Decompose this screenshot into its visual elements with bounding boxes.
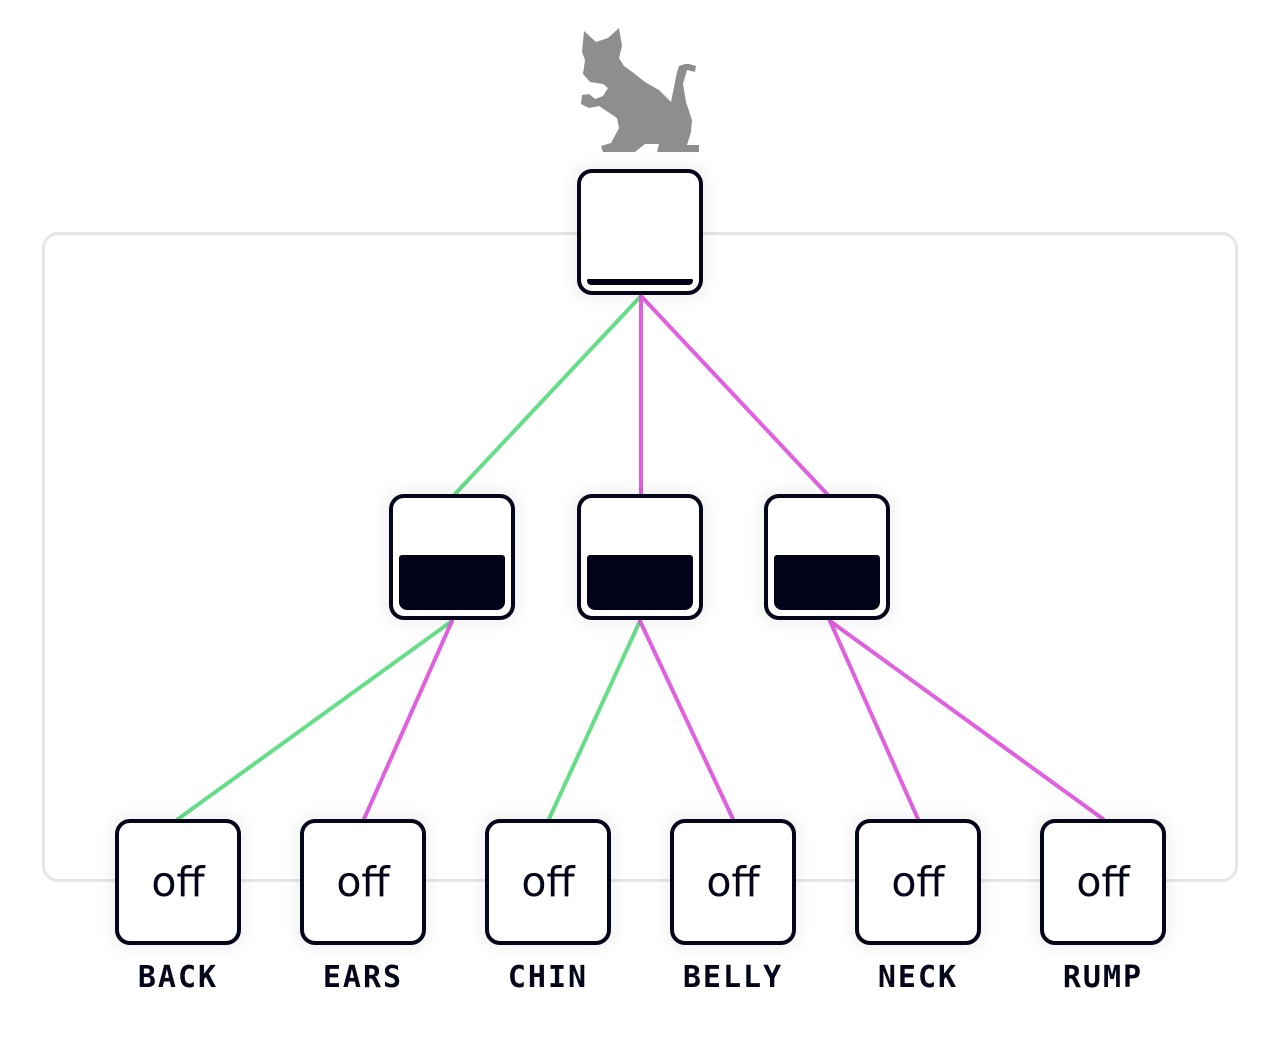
middle-node[interactable]	[764, 494, 890, 620]
wire-root-m3	[639, 294, 829, 496]
wire-m1-leaf0	[176, 619, 454, 821]
wire-m3-leaf4	[828, 619, 920, 821]
wire-root-m1	[453, 294, 643, 496]
leaf-node-belly[interactable]: off	[670, 819, 796, 945]
leaf-label-chin: CHIN	[507, 960, 589, 995]
leaf-label-rump: RUMP	[1062, 960, 1144, 995]
middle-node[interactable]	[389, 494, 515, 620]
leaf-node-chin[interactable]: off	[485, 819, 611, 945]
middle-node[interactable]	[577, 494, 703, 620]
leaf-value: off	[706, 858, 760, 906]
leaf-node-rump[interactable]: off	[1040, 819, 1166, 945]
leaf-label-ears: EARS	[322, 960, 404, 995]
wire-m2-leaf3	[638, 619, 735, 821]
root-fill-bar	[587, 279, 693, 285]
leaf-node-back[interactable]: off	[115, 819, 241, 945]
middle-fill-bar	[587, 555, 693, 610]
wire-m3-leaf5	[828, 619, 1105, 821]
leaf-node-neck[interactable]: off	[855, 819, 981, 945]
leaf-value: off	[521, 858, 575, 906]
middle-fill-bar	[399, 555, 505, 610]
leaf-label-back: BACK	[137, 960, 219, 995]
leaf-value: off	[891, 858, 945, 906]
root-node[interactable]	[577, 169, 703, 295]
leaf-value: off	[151, 858, 205, 906]
leaf-node-ears[interactable]: off	[300, 819, 426, 945]
wire-m1-leaf1	[362, 619, 454, 821]
wire-m2-leaf2	[547, 619, 642, 821]
cat-icon	[581, 28, 699, 152]
middle-fill-bar	[774, 555, 880, 610]
leaf-label-belly: BELLY	[682, 960, 784, 995]
leaf-label-neck: NECK	[877, 960, 959, 995]
leaf-value: off	[1076, 858, 1130, 906]
leaf-value: off	[336, 858, 390, 906]
